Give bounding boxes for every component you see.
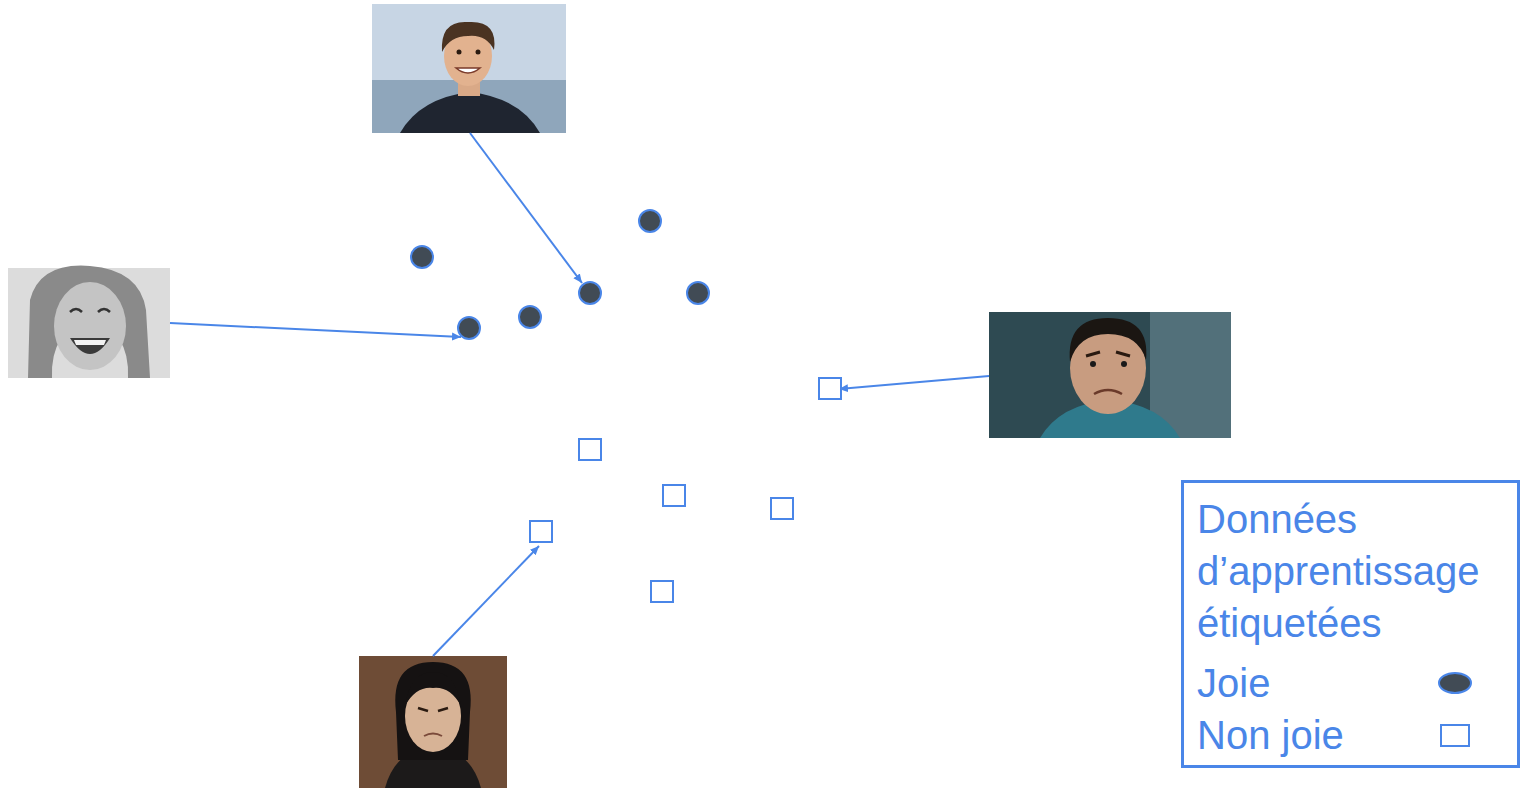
legend-label: Non joie	[1197, 709, 1344, 761]
non-joy-points	[530, 378, 841, 602]
legend-row: Non joie	[1197, 709, 1507, 761]
photo-smiling-man	[372, 4, 566, 133]
photo-worried-man	[989, 312, 1231, 438]
legend-heading: Données d’apprentissage étiquetées	[1197, 493, 1497, 649]
legend-box: Données d’apprentissage étiquetéesJoieNo…	[1181, 480, 1520, 768]
leader-arrows	[170, 133, 989, 656]
legend-label: Joie	[1197, 657, 1270, 709]
legend-row: Joie	[1197, 657, 1507, 709]
photo-laughing-woman	[8, 266, 170, 378]
joy-points	[411, 210, 709, 339]
photo-sad-man	[359, 656, 507, 788]
legend-swatch-dot	[1435, 668, 1475, 698]
legend-swatch-square	[1435, 720, 1475, 750]
